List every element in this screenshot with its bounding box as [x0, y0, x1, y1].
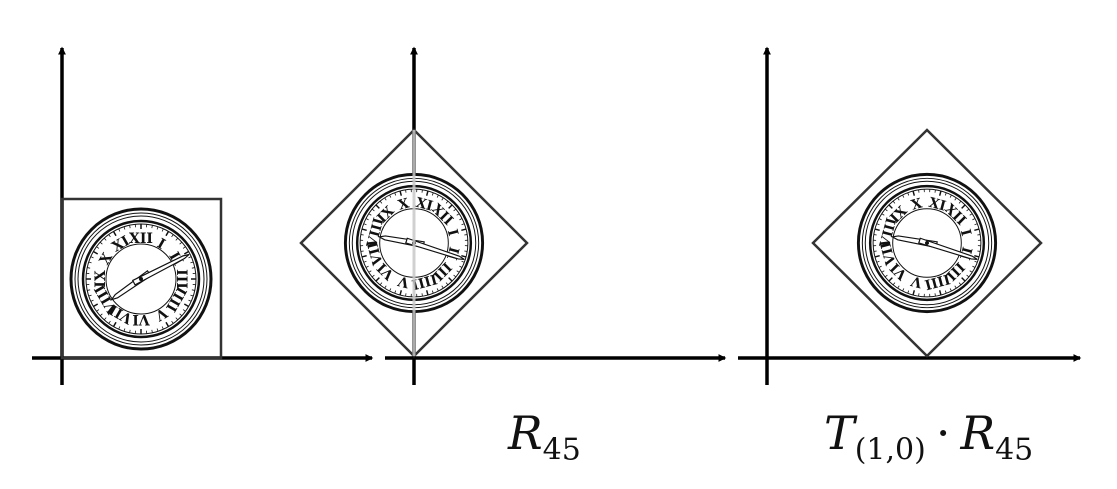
panel-rotated	[299, 46, 727, 385]
panel-rotated-translated	[738, 46, 1082, 385]
unit-frame	[60, 197, 223, 360]
clock-icon	[69, 207, 213, 351]
panel-original	[32, 46, 374, 385]
clock-icon	[828, 144, 1026, 342]
rotated-translated-frame	[811, 128, 1043, 358]
